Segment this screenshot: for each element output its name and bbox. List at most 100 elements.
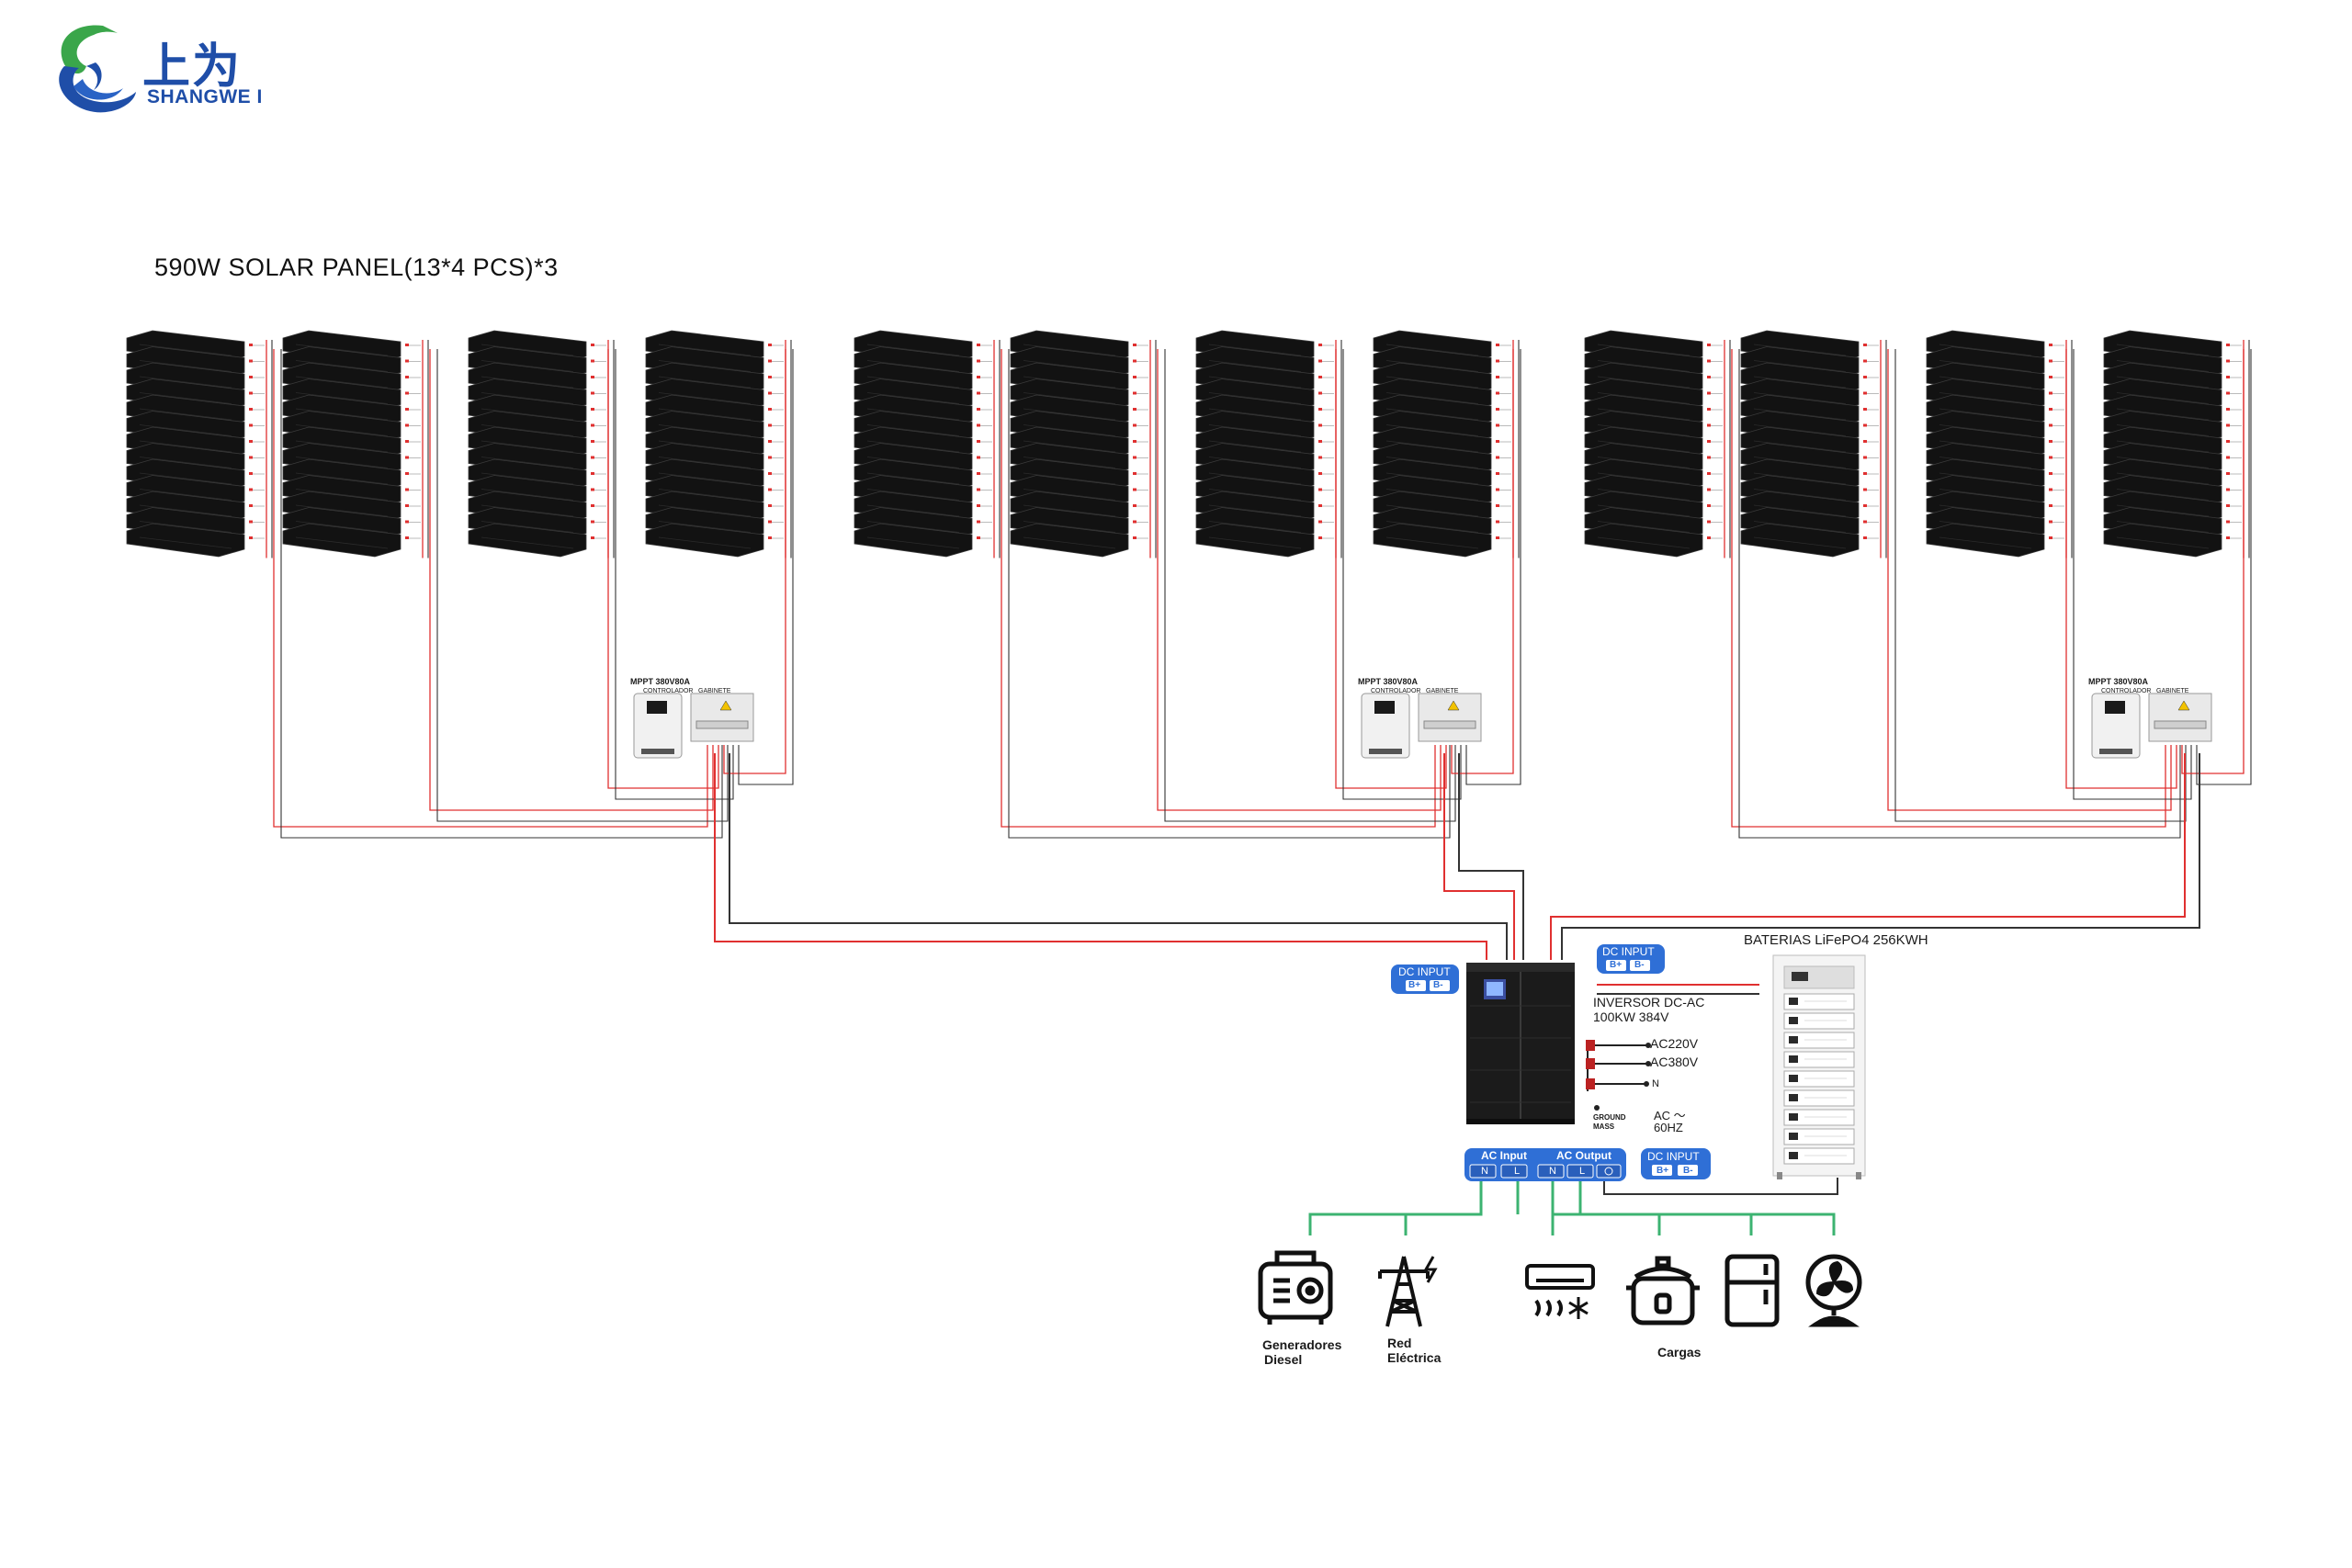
ac-output-bus [1551,1178,1836,1235]
string-positive-lead [1887,349,2172,811]
power-tower-icon [1378,1256,1438,1327]
string-negative-lead [1342,349,1462,800]
battery-module [1783,1109,1855,1126]
mppt-controller[interactable] [633,693,683,759]
ground-label-2: MASS [1593,1122,1615,1131]
solar-array-1 [126,330,794,839]
controller-sub-label: CONTROLADOR [1371,688,1421,694]
dc-input-badge-left [1391,964,1459,994]
solar-panel [1010,523,1129,558]
mppt-controller[interactable] [2091,693,2141,759]
solar-panel [854,523,973,558]
dc-input-right-plus: B+ [1610,960,1623,970]
source-grid-line1: Red [1387,1336,1412,1350]
ac-input-label: AC Input [1481,1149,1527,1162]
solar-string [1926,330,2073,558]
battery-rack[interactable] [1772,954,1866,1179]
controller-sub-label: CONTROLADOR [643,688,694,694]
ground-label-1: GROUND [1593,1113,1626,1122]
trunk-negative-array-1 [729,753,1508,960]
string-negative-lead [1738,349,2181,839]
brand-swoosh-icon [59,25,136,113]
solar-panel [1740,523,1860,558]
combiner-cabinet[interactable] [1418,693,1482,742]
ac-output-label: AC Output [1556,1149,1611,1162]
string-negative-lead [436,349,729,822]
mppt-controller[interactable] [1361,693,1410,759]
diesel-generator-icon [1258,1250,1333,1325]
dc-input-bottom-plus: B+ [1657,1166,1669,1176]
battery-module [1783,1128,1855,1145]
string-positive-lead [2065,349,2177,789]
solar-string [1195,330,1342,558]
string-positive-lead [273,349,708,828]
solar-panel [1373,523,1492,558]
battery-module [1783,1032,1855,1049]
inverter-name: INVERSOR DC-AC [1593,995,1705,1010]
solar-panel [1926,523,2045,558]
solar-panel [1195,523,1315,558]
trunk-negative-array-2 [1458,753,1524,960]
string-negative-lead [1465,349,1521,785]
solar-string [1740,330,1887,558]
solar-string [645,330,792,558]
solar-panel [1584,523,1703,558]
battery-module [1783,993,1855,1010]
controller-label: MPPT 380V80A [1358,677,1419,686]
trunk-positive-array-2 [1443,753,1515,960]
inverter-cabinet[interactable] [1466,963,1575,1124]
cabinet-label: GABINETE [2156,688,2189,694]
dc-input-right-label: DC INPUT [1602,945,1655,958]
string-positive-lead [607,349,719,789]
ac-input-l: L [1514,1166,1521,1177]
dc-input-bottom-minus: B- [1683,1166,1693,1176]
controller-label: MPPT 380V80A [630,677,691,686]
rice-cooker-icon [1626,1256,1700,1325]
string-negative-lead [280,349,723,839]
ac-output-l: L [1579,1166,1586,1177]
string-negative-lead [1008,349,1451,839]
ac-symbol-label: AC ～ [1654,1109,1686,1122]
battery-label: BATERIAS LiFePO4 256KWH [1744,932,1928,948]
ac220-label: AC220V [1650,1036,1699,1051]
dc-input-left-label: DC INPUT [1398,965,1451,978]
source-diesel-line2: Diesel [1264,1352,1303,1367]
refrigerator-icon [1724,1254,1780,1327]
dc-wiring [714,753,2200,1235]
battery-module [1783,1089,1855,1107]
page-title: 590W SOLAR PANEL(13*4 PCS)*3 [154,254,559,281]
battery-return-line [1603,1178,1838,1195]
string-positive-lead [723,349,786,774]
source-diesel-line1: Generadores [1262,1337,1342,1352]
controller-label: MPPT 380V80A [2088,677,2149,686]
solar-string [854,330,1001,558]
solar-panel [282,523,401,558]
ac-input-bus [1308,1178,1520,1235]
brand-logo: 上为 SHANGWE I [46,20,266,121]
string-positive-lead [1731,349,2166,828]
solar-array-2 [854,330,1521,839]
loads-label: Cargas [1657,1345,1702,1359]
solar-arrays [126,330,2252,839]
solar-string [1010,330,1157,558]
string-positive-lead [2181,349,2245,774]
ac-output-n: N [1549,1166,1556,1177]
dc-input-right-minus: B- [1634,960,1645,970]
dc-input-left-plus: B+ [1408,980,1421,990]
string-positive-lead [1001,349,1436,828]
solar-string [282,330,429,558]
ac-input-n: N [1481,1166,1488,1177]
fan-icon [1805,1254,1862,1327]
string-positive-lead [1335,349,1447,789]
inverter-rating: 100KW 384V [1593,1010,1669,1024]
dc-input-left-minus: B- [1433,980,1443,990]
combiner-cabinet[interactable] [2148,693,2212,742]
ac-terminal-block [1586,1040,1651,1111]
solar-string [1373,330,1520,558]
combiner-cabinet[interactable] [690,693,754,742]
trunk-positive-array-1 [714,753,1487,960]
solar-string [1584,330,1731,558]
frequency-label: 60HZ [1654,1121,1683,1134]
battery-module [1783,1147,1855,1165]
